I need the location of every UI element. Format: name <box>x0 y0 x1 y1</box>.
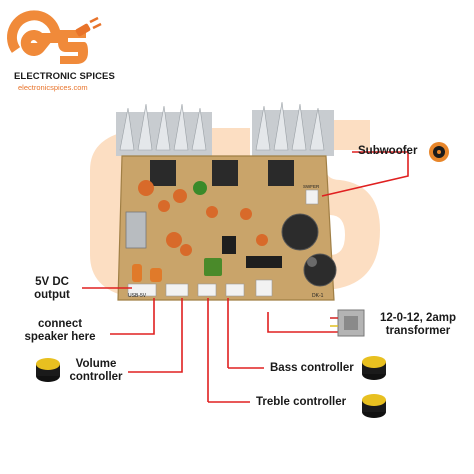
callout-speaker-line1: connect <box>37 318 83 330</box>
transformer-icon <box>330 309 365 337</box>
amplifier-board: USB-5V DK-1 SWFER <box>117 155 337 301</box>
callout-transformer: 12-0-12, 2amp transformer <box>370 312 466 338</box>
callout-treble: Treble controller <box>256 396 347 408</box>
heatsink-left <box>116 103 212 156</box>
callout-speaker-line2: speaker here <box>24 331 96 343</box>
callout-transformer-line1: 12-0-12, 2amp <box>379 312 457 324</box>
callout-subwoofer: Subwoofer <box>358 145 418 157</box>
transformer-line <box>267 312 344 333</box>
board-label-swfer: SWFER <box>303 184 320 189</box>
callout-volume-line2: controller <box>69 371 123 383</box>
subwoofer-line <box>321 151 409 197</box>
brand-name: ELECTRONIC SPICES <box>14 71 115 82</box>
volume-line <box>128 298 183 373</box>
knob-icon-volume <box>36 358 60 382</box>
knob-icon-treble <box>362 394 386 418</box>
callout-transformer-line2: transformer <box>385 325 451 337</box>
speaker-icon <box>429 142 449 162</box>
callout-bass: Bass controller <box>270 362 354 374</box>
callout-dc-output-line2: output <box>34 289 70 301</box>
board-label-usb: USB-5V <box>128 293 147 299</box>
heatsink-right <box>252 101 334 156</box>
callout-volume: Volume controller <box>62 358 130 384</box>
speaker-line <box>110 298 155 335</box>
callout-speaker: connect speaker here <box>10 318 110 344</box>
knob-icon-bass <box>362 356 386 380</box>
callout-dc-output-line1: 5V DC <box>35 276 69 288</box>
brand-url: electronicspices.com <box>18 83 88 92</box>
brand-logo <box>7 10 102 64</box>
callout-volume-line1: Volume <box>75 358 117 370</box>
callout-dc-output: 5V DC output <box>20 276 84 302</box>
board-label-dk: DK-1 <box>312 293 324 299</box>
callout-lines <box>82 151 409 403</box>
